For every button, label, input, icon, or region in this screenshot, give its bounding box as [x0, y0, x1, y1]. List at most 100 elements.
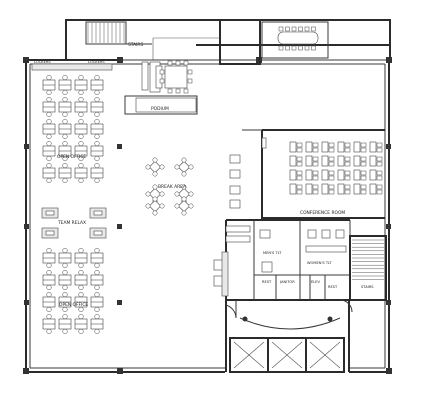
- chair: [78, 74, 84, 81]
- chair: [152, 171, 158, 177]
- chair: [78, 89, 84, 96]
- chair: [46, 328, 52, 335]
- chair: [62, 306, 68, 313]
- seminar-desk: [305, 155, 313, 167]
- chair: [360, 161, 367, 167]
- chair: [298, 45, 303, 51]
- chair: [78, 96, 84, 103]
- chair: [62, 177, 68, 184]
- seminar-desk: [369, 155, 377, 167]
- label-team-relax: TEAM RELAX: [57, 220, 86, 226]
- chair: [78, 140, 84, 147]
- chair: [94, 96, 100, 103]
- chair: [94, 284, 100, 291]
- chair: [181, 196, 187, 202]
- seminar-desk: [337, 155, 345, 167]
- chair: [298, 26, 303, 32]
- seminar-desk: [321, 141, 329, 153]
- chair: [46, 162, 52, 169]
- chair: [344, 170, 351, 176]
- label-lockers-right: LOCKERS: [88, 60, 105, 64]
- chair: [360, 175, 367, 181]
- chair: [94, 328, 100, 335]
- chair: [188, 203, 194, 209]
- seminar-desk: [321, 169, 329, 181]
- chair: [291, 45, 297, 51]
- chair: [159, 191, 165, 197]
- chair: [94, 118, 100, 125]
- chair: [328, 142, 335, 148]
- cafe-table: [148, 187, 162, 201]
- chair: [78, 269, 84, 276]
- open-office-bottom: [42, 247, 104, 335]
- chair: [94, 89, 100, 96]
- chair: [46, 269, 52, 276]
- chair: [296, 184, 303, 190]
- chair: [175, 88, 181, 94]
- chair: [188, 164, 194, 170]
- chair: [94, 177, 100, 184]
- chair: [94, 291, 100, 298]
- chair: [46, 96, 52, 103]
- chair: [62, 291, 68, 298]
- chair: [46, 140, 52, 147]
- open-office-top: [42, 74, 104, 184]
- chair: [285, 45, 290, 51]
- seminar-desk: [337, 169, 345, 181]
- chair: [376, 175, 383, 181]
- chair: [152, 157, 158, 163]
- chair: [187, 69, 193, 75]
- chair: [278, 26, 284, 32]
- chair: [174, 164, 180, 170]
- chair: [296, 161, 303, 167]
- label-elev: ELEV: [311, 280, 321, 284]
- seminar-desk: [353, 169, 361, 181]
- chair: [188, 191, 194, 197]
- label-womens-tlt: WOMEN'S TLT: [307, 261, 333, 265]
- chair: [181, 184, 187, 190]
- chair: [360, 184, 367, 190]
- chair: [94, 74, 100, 81]
- chair: [296, 175, 303, 181]
- label-break-area: BREAK AREA: [158, 184, 186, 190]
- chair: [46, 133, 52, 140]
- chair: [360, 170, 367, 176]
- chair: [296, 170, 303, 176]
- seminar-desk: [369, 169, 377, 181]
- chair: [312, 175, 319, 181]
- seminar-desk: [337, 141, 345, 153]
- chair: [78, 177, 84, 184]
- chair: [328, 189, 335, 195]
- chair: [78, 306, 84, 313]
- seminar-desk: [305, 169, 313, 181]
- break-area: [145, 157, 194, 216]
- label-open-office-bottom: OPEN OFFICE: [59, 302, 88, 308]
- chair: [62, 74, 68, 81]
- chair: [360, 189, 367, 195]
- meeting-room-top: [261, 21, 329, 59]
- chair: [360, 147, 367, 153]
- chair: [94, 111, 100, 118]
- chair: [181, 157, 187, 163]
- chair: [376, 189, 383, 195]
- label-rest-right: REST: [328, 285, 338, 289]
- chair: [344, 142, 351, 148]
- stairs-top: STAIRS: [85, 21, 152, 48]
- chair: [78, 291, 84, 298]
- chair: [46, 155, 52, 162]
- chair: [183, 60, 189, 66]
- chair: [78, 262, 84, 269]
- chair: [304, 45, 310, 51]
- chair: [174, 203, 180, 209]
- conference-room: CONFERENCE ROOM: [229, 129, 385, 219]
- chair: [46, 313, 52, 320]
- chair: [62, 140, 68, 147]
- seminar-desk: [305, 183, 313, 195]
- chair: [376, 147, 383, 153]
- chair: [360, 142, 367, 148]
- chair: [94, 262, 100, 269]
- chair: [62, 155, 68, 162]
- chair: [94, 247, 100, 254]
- podium: PODIUM: [124, 95, 198, 115]
- chair: [78, 118, 84, 125]
